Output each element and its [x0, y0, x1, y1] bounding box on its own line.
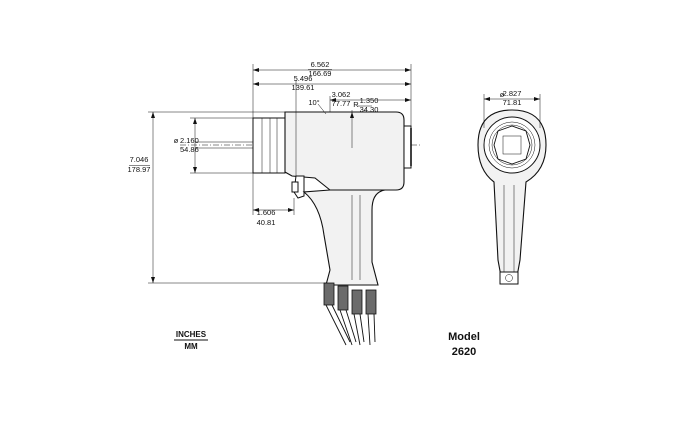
dim-end-diameter-symbol: ø: [500, 90, 505, 99]
dim-trigger-offset-in: 1.606: [257, 208, 276, 217]
dim-angle: 10°: [308, 98, 319, 107]
dim-front-to-handle-in: 5.496: [294, 74, 313, 83]
rear-cap: [403, 125, 412, 169]
dim-head-length-mm: 77.77: [332, 99, 351, 108]
dim-overall-height-mm: 178.97: [128, 165, 151, 174]
model-title: Model: [448, 331, 480, 343]
end-hose-fitting: [499, 271, 519, 285]
dim-overall-height-in: 7.046: [130, 155, 149, 164]
units-legend: INCHES MM: [174, 330, 208, 351]
side-dimensions: [148, 64, 412, 284]
dim-nose-diameter-mm: 54.86: [180, 145, 199, 154]
dim-nose-diameter-in: 2.160: [180, 136, 199, 145]
dim-head-length-in: 3.062: [332, 90, 351, 99]
model-label: Model 2620: [448, 331, 480, 358]
side-view: [180, 111, 420, 346]
end-view: [477, 94, 547, 285]
hex-socket: [493, 125, 531, 165]
model-number: 2620: [452, 346, 476, 358]
dim-overall-length-in: 6.562: [311, 60, 330, 69]
legend-inches: INCHES: [176, 330, 207, 339]
dim-end-diameter-in: 2.827: [503, 89, 522, 98]
end-outer-ring: [483, 116, 541, 174]
legend-mm: MM: [184, 342, 198, 351]
dim-front-to-handle-mm: 139.61: [292, 83, 315, 92]
dim-overall-length-mm: 166.69: [309, 69, 332, 78]
nose-housing: [252, 117, 286, 174]
dim-trigger-offset-mm: 40.81: [257, 218, 276, 227]
handle: [302, 189, 386, 286]
dim-radius-in: 1.350: [360, 96, 379, 105]
dim-end-diameter-mm: 71.81: [503, 98, 522, 107]
air-hoses: [323, 282, 377, 346]
dim-diameter-symbol: ø: [174, 136, 179, 145]
dim-radius-prefix: R: [353, 100, 359, 109]
square-drive: [502, 135, 522, 155]
dim-radius-mm: 34.30: [360, 105, 379, 114]
